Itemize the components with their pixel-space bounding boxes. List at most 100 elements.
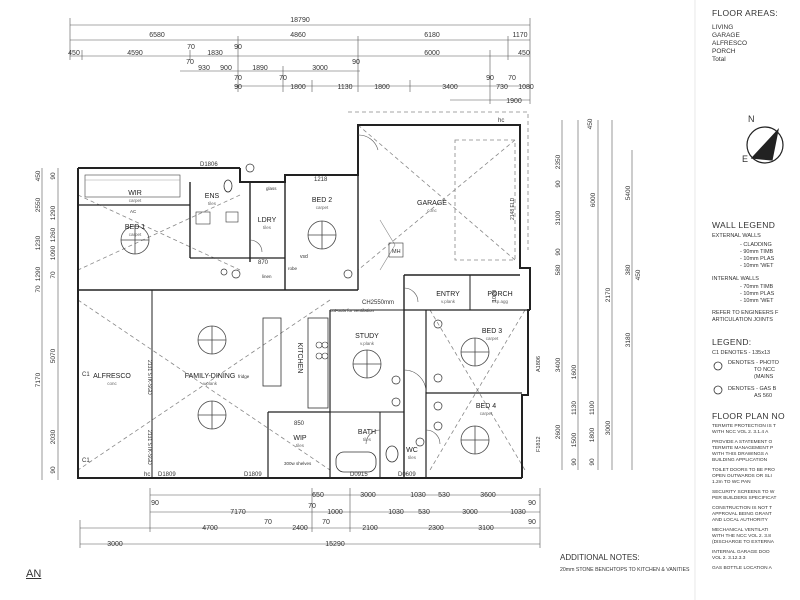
kitchen-island: [262, 317, 282, 387]
north-arrow-icon: [746, 126, 784, 164]
dim-right: 1500: [571, 432, 578, 447]
dim-left: 5070: [50, 348, 57, 363]
room-bed3-finish: carpet: [486, 336, 499, 341]
dim-right: 90: [571, 458, 578, 466]
floor-plan-notes: TERMITE PROTECTION IS T WITH NCC VOL 2. …: [712, 424, 776, 572]
dim-top: 1830: [207, 50, 223, 57]
dim-left: 7170: [35, 372, 42, 387]
dim-left: 90: [50, 172, 57, 180]
note-line: AND LOCAL AUTHORITY: [712, 518, 768, 523]
dim-top: 1800: [290, 84, 306, 91]
window-f1812: F1812: [536, 436, 542, 452]
ceiling-fans: [120, 220, 490, 455]
cooktop-burner: [321, 352, 329, 360]
bottom-dimensions: [79, 488, 541, 548]
ceiling-height: CH2550mm: [362, 300, 394, 306]
room-entry-finish: v.plank: [441, 299, 456, 304]
legend-symbols: [713, 361, 723, 395]
dim-bottom: 2400: [292, 525, 308, 532]
legend-item: DENOTES - GAS B: [728, 386, 777, 392]
legend-item: C1 DENOTES - 135x13: [712, 350, 771, 356]
dim-bottom: 1030: [388, 509, 404, 516]
internal-wall-item: - 10mm 'WET: [740, 298, 774, 304]
garage-door: 2148 ELD: [510, 197, 516, 220]
dim-left: 90: [50, 466, 57, 474]
room-bath-finish: tiles: [363, 437, 372, 442]
dim-bottom: 2100: [362, 525, 378, 532]
dim-right: 90: [555, 248, 562, 256]
room-laundry-name: LDRY: [258, 217, 277, 224]
room-kitchen-name: KITCHEN: [296, 343, 303, 374]
room-bath-name: BATH: [358, 429, 376, 436]
room-wc-name: WC: [406, 447, 418, 454]
note: TOILET DOORS TO BE PRO OPEN OUTWARDS OR …: [712, 468, 776, 486]
room-wip-name: WIP: [293, 435, 307, 442]
dim-top: 90: [234, 44, 242, 51]
dim-top: 4860: [290, 32, 306, 39]
dim-bottom: 70: [264, 519, 272, 526]
dim-top: 6000: [424, 50, 440, 57]
dim-right: 1100: [589, 401, 596, 415]
floor-area-list: LIVING GARAGE ALFRESCO PORCH Total: [712, 24, 747, 64]
dim-bottom: 530: [438, 492, 450, 499]
dim-bottom: 70: [322, 519, 330, 526]
dim-top: 70: [186, 59, 194, 66]
fan-family2: [197, 400, 227, 430]
note-line: GAS BOTTLE LOCATION A: [712, 566, 772, 571]
external-wall-item: - 10mm 'WET: [740, 263, 774, 269]
floor-area-item: ALFRESCO: [712, 40, 748, 47]
room-study-name: STUDY: [355, 333, 379, 340]
robe-note: robe: [288, 266, 298, 271]
dim-right: 450: [635, 269, 642, 280]
dim-bottom: 530: [418, 509, 430, 516]
dim-left: 1090: [50, 245, 57, 260]
dim-top: 70: [234, 75, 242, 82]
walls: [77, 124, 531, 479]
dim-top: 6580: [149, 32, 165, 39]
dim-right: 2350: [555, 154, 562, 169]
column-c1b: C1: [82, 458, 90, 464]
dim-bottom: 70: [308, 503, 316, 510]
basin: [195, 211, 211, 225]
external-wall-item: - 90mm TIMB: [740, 249, 774, 255]
dim-bottom: 15290: [325, 541, 345, 548]
dim-top: 70: [508, 75, 516, 82]
dim-bottom: 650: [312, 492, 324, 499]
room-garage-name: GARAGE: [417, 200, 447, 207]
dim-top: 90: [486, 75, 494, 82]
engineer-note-line: REFER TO ENGINEERS F: [712, 310, 779, 316]
dim-bottom: 3000: [360, 492, 376, 499]
dim-top: 4590: [127, 50, 143, 57]
room-bed2-finish: carpet: [316, 205, 329, 210]
room-wip-finish: tiles: [296, 443, 305, 448]
door-d1809b: D1809: [244, 472, 262, 478]
dim-bottom: 3600: [480, 492, 496, 499]
dim-right: 1800: [589, 427, 596, 442]
room-bed2-name: BED 2: [312, 197, 332, 204]
room-laundry-finish: tiles: [263, 225, 272, 230]
dim-left: 70: [50, 271, 57, 279]
dim-left: 1290: [35, 266, 42, 281]
dim-bottom: 2300: [428, 525, 444, 532]
vsd-note: vsd: [300, 254, 308, 260]
dim-left: 70: [35, 285, 42, 293]
glass-note: glass: [266, 186, 277, 191]
note: INTERNAL GARAGE DOO VOL 2. 3.12.3.3: [712, 550, 776, 562]
room-wir-name: WIR: [128, 190, 142, 197]
room-bed1-finish: carpet: [129, 232, 142, 237]
room-ens-name: ENS: [205, 193, 220, 200]
door-d0609: D0609: [398, 472, 416, 478]
dim-right: 1130: [571, 401, 578, 415]
room-family-finish: v.plank: [203, 381, 218, 386]
internal-wall-item: - 10mm PLAS: [740, 291, 775, 297]
note-line: WITH NCC VOL 2. 3.1.4 A: [712, 430, 769, 435]
room-entry-name: ENTRY: [436, 291, 460, 298]
dim-bottom: 90: [528, 500, 536, 507]
floor-areas-title: FLOOR AREAS:: [712, 8, 778, 18]
dim-top: 1170: [512, 32, 527, 39]
dim-top: 450: [518, 50, 530, 57]
legend-item: TO NCC: [754, 367, 775, 373]
dim-bottom: 3100: [478, 525, 494, 532]
dim-top: 3400: [442, 84, 458, 91]
